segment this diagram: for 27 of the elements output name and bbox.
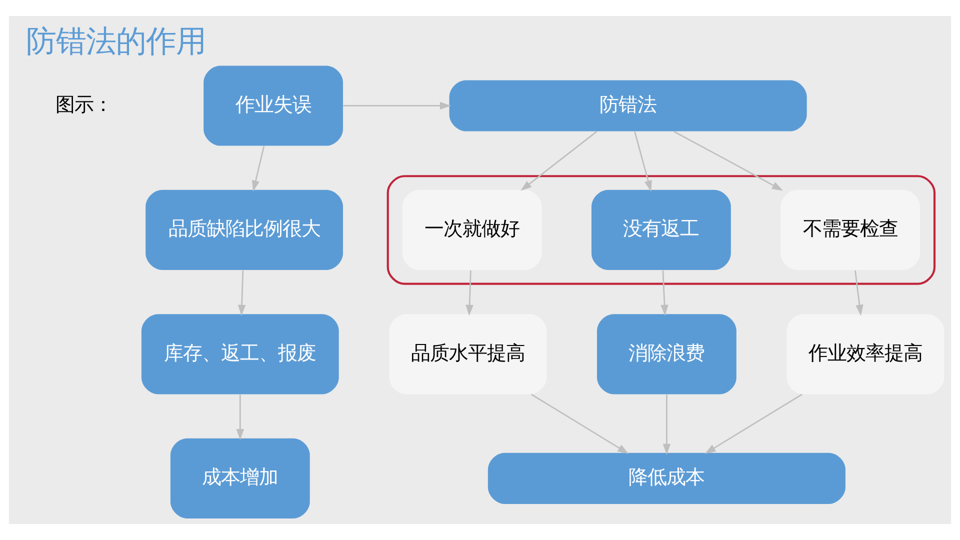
arrow [660, 270, 668, 316]
arrow [252, 146, 265, 192]
node-box: 消除浪费 [597, 314, 736, 394]
arrow [531, 394, 629, 454]
node-box: 防错法 [449, 80, 807, 132]
arrow [662, 394, 671, 455]
arrow [520, 130, 598, 191]
node-box: 成本增加 [170, 438, 310, 518]
node-box: 没有返工 [591, 190, 731, 270]
arrow [236, 394, 244, 440]
node-box: 不需要检查 [780, 190, 920, 270]
node-box: 品质缺陷比例很大 [146, 190, 343, 270]
arrow [704, 394, 802, 454]
diagram-title: 防错法的作用 [26, 24, 206, 60]
arrow [238, 270, 246, 316]
cluster [386, 175, 936, 285]
node-box: 品质水平提高 [389, 314, 547, 394]
label: 图示： [56, 92, 113, 116]
arrow [466, 270, 474, 316]
node-box: 作业失误 [204, 66, 343, 146]
node-box: 作业效率提高 [786, 314, 944, 394]
node-box: 降低成本 [488, 452, 846, 504]
arrow [634, 132, 652, 192]
node-box: 库存、返工、报废 [141, 314, 339, 394]
node-box: 一次就做好 [402, 190, 542, 270]
arrow [674, 130, 783, 191]
arrow [343, 102, 452, 110]
